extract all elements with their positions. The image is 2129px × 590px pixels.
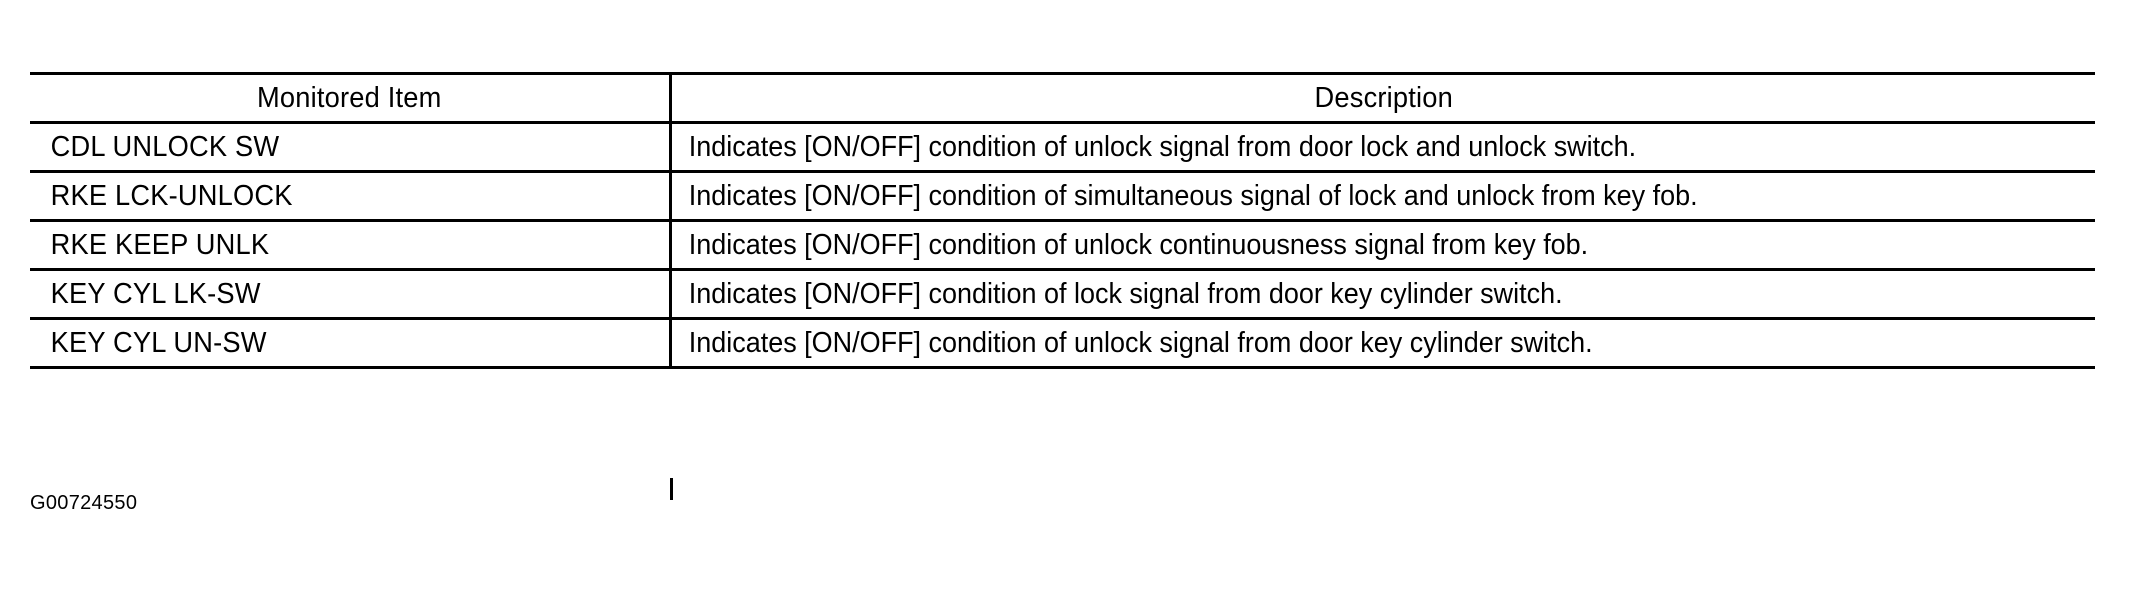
table-row: CDL UNLOCK SW Indicates [ON/OFF] conditi…	[30, 122, 2095, 173]
description-label: Indicates [ON/OFF] condition of unlock s…	[688, 326, 1593, 359]
monitored-item-label: CDL UNLOCK SW	[50, 130, 280, 163]
cell-monitored-item: KEY CYL LK-SW	[30, 269, 672, 320]
description-label: Indicates [ON/OFF] condition of unlock s…	[688, 130, 1636, 163]
column-header-description: Description	[670, 72, 2095, 124]
description-label: Indicates [ON/OFF] condition of unlock c…	[688, 228, 1588, 261]
table-row: KEY CYL LK-SW Indicates [ON/OFF] conditi…	[30, 269, 2095, 320]
table-header: Monitored Item Description	[30, 72, 2095, 124]
column-header-description-label: Description	[1314, 81, 1453, 114]
monitored-item-label: RKE KEEP UNLK	[50, 228, 270, 261]
monitored-item-label: KEY CYL LK-SW	[50, 277, 261, 310]
cell-description: Indicates [ON/OFF] condition of unlock c…	[670, 220, 2095, 271]
figure-reference-code: G00724550	[30, 492, 138, 514]
cell-monitored-item: CDL UNLOCK SW	[30, 122, 672, 173]
cell-monitored-item: RKE KEEP UNLK	[30, 220, 672, 271]
cell-description: Indicates [ON/OFF] condition of lock sig…	[670, 269, 2095, 320]
column-header-monitored-item-label: Monitored Item	[257, 81, 442, 114]
table-header-row: Monitored Item Description	[30, 72, 2095, 124]
monitored-item-table: Monitored Item Description CDL UNLOCK SW…	[30, 72, 2095, 369]
description-label: Indicates [ON/OFF] condition of lock sig…	[688, 277, 1563, 310]
table-body: CDL UNLOCK SW Indicates [ON/OFF] conditi…	[30, 122, 2095, 369]
monitored-item-label: RKE LCK-UNLOCK	[50, 179, 293, 212]
monitored-item-label: KEY CYL UN-SW	[50, 326, 267, 359]
table-row: RKE LCK-UNLOCK Indicates [ON/OFF] condit…	[30, 171, 2095, 222]
cell-description: Indicates [ON/OFF] condition of unlock s…	[670, 122, 2095, 173]
table-row: RKE KEEP UNLK Indicates [ON/OFF] conditi…	[30, 220, 2095, 271]
cell-monitored-item: KEY CYL UN-SW	[30, 318, 672, 369]
cell-description: Indicates [ON/OFF] condition of simultan…	[670, 171, 2095, 222]
description-label: Indicates [ON/OFF] condition of simultan…	[688, 179, 1698, 212]
column-divider-extension	[670, 478, 673, 500]
table-row: KEY CYL UN-SW Indicates [ON/OFF] conditi…	[30, 318, 2095, 369]
cell-monitored-item: RKE LCK-UNLOCK	[30, 171, 672, 222]
column-header-monitored-item: Monitored Item	[30, 72, 672, 124]
cell-description: Indicates [ON/OFF] condition of unlock s…	[670, 318, 2095, 369]
monitored-item-table-container: Monitored Item Description CDL UNLOCK SW…	[30, 72, 2095, 500]
